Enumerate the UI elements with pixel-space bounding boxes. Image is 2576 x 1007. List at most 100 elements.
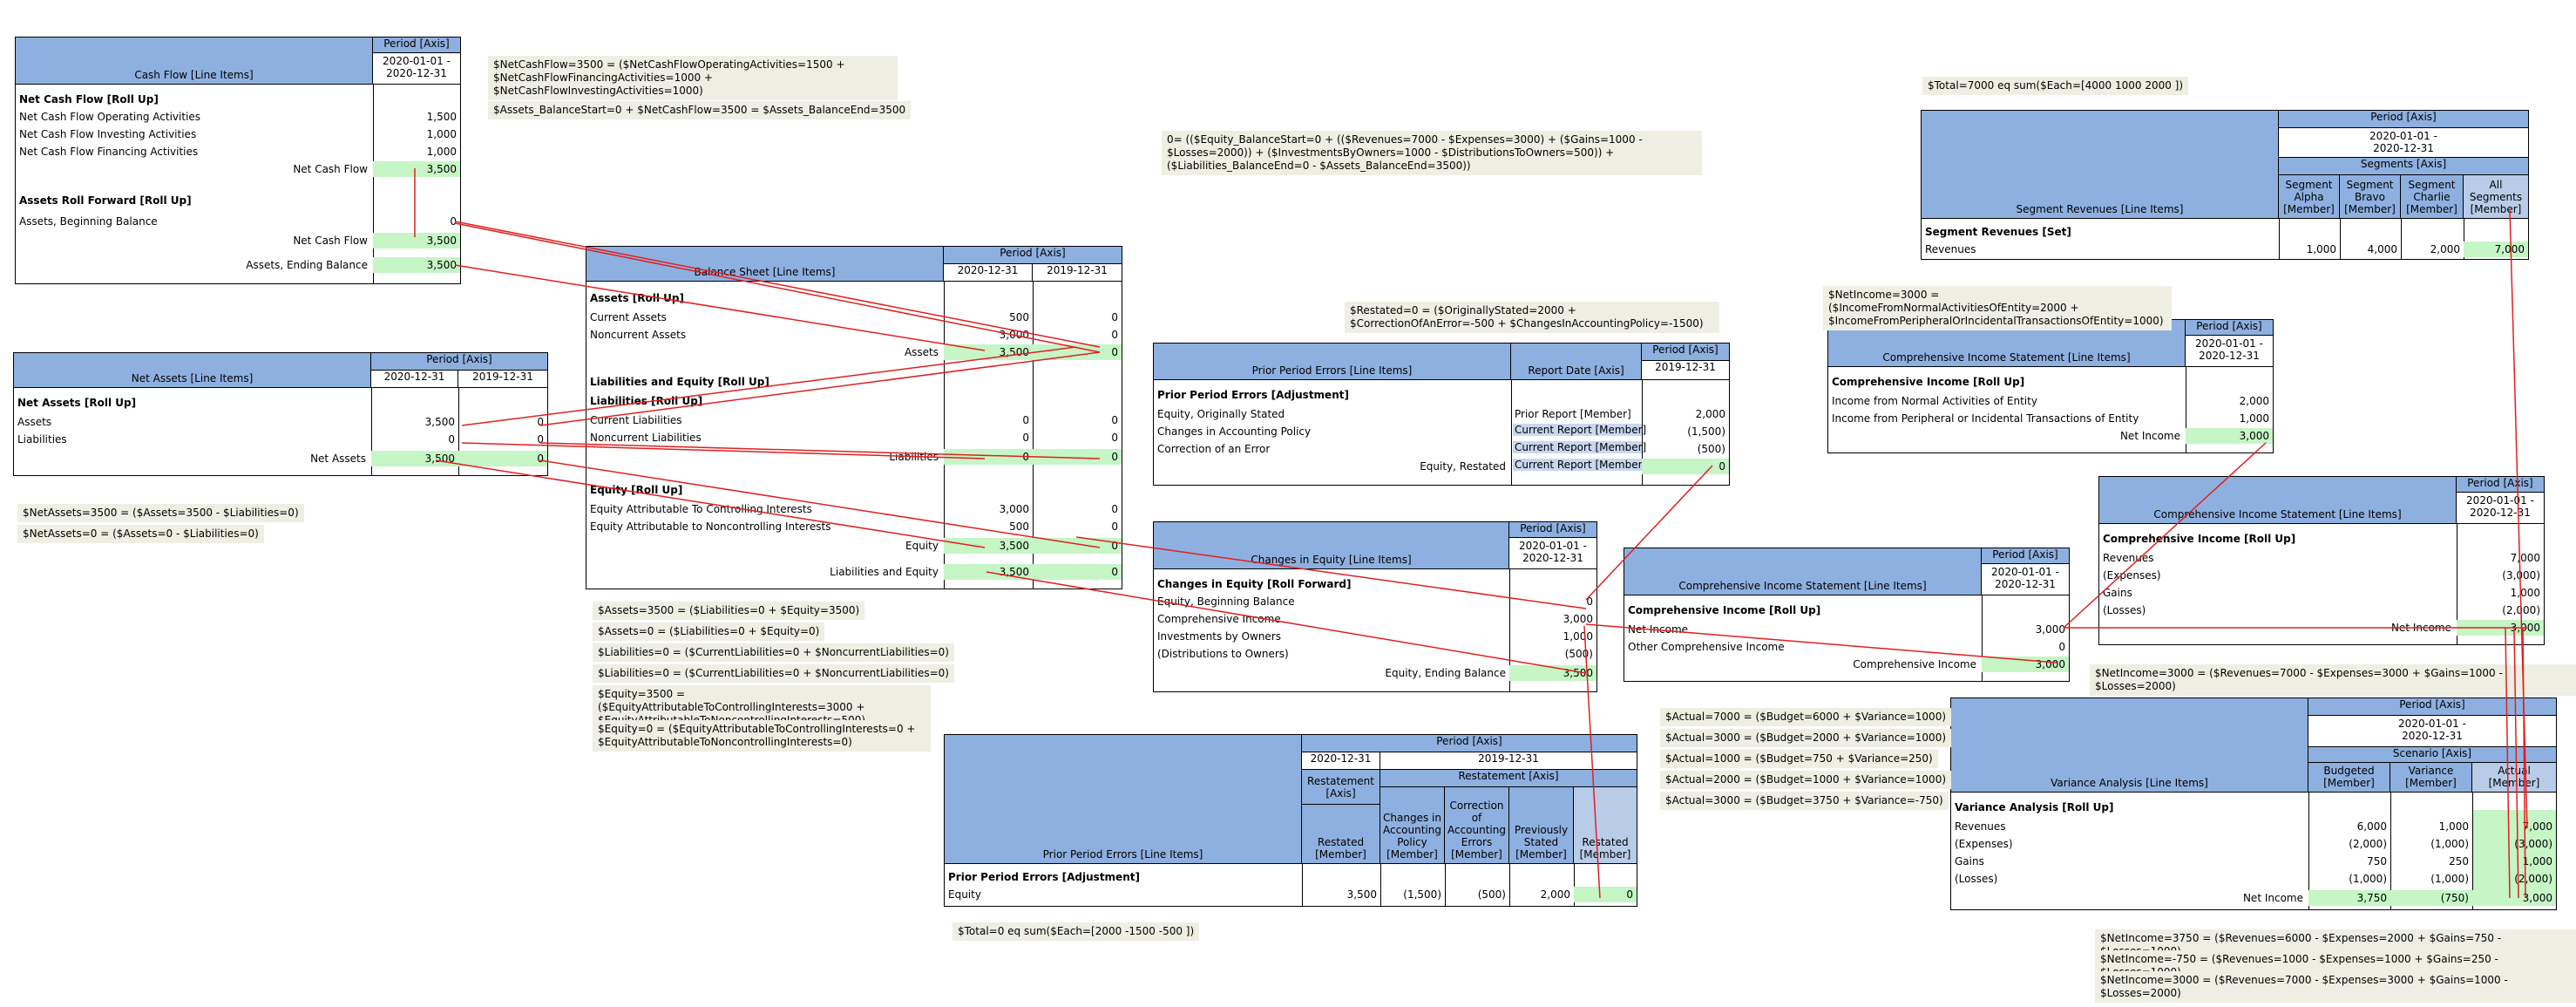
row-label: Gains [2103, 587, 2132, 599]
period-axis-header: Period [Axis] [1509, 522, 1596, 538]
total-label: Liabilities and Equity [830, 566, 939, 578]
formula-note: $NetIncome=3000 = ($Revenues=7000 - $Exp… [2095, 971, 2576, 1003]
var-title: Variance Analysis [Line Items] [1951, 698, 2308, 793]
row-value: 0 [1022, 414, 1029, 426]
row-value: 7,000 [2522, 820, 2552, 833]
total-label: Equity, Restated [1420, 460, 1506, 473]
member-label: Current Report [Member] [1513, 424, 1647, 436]
row-value: (1,500) [1687, 425, 1725, 438]
period-value: 2020-01-01 - 2020-12-31 [1982, 564, 2069, 595]
col-header: Segment Alpha [Member] [2279, 175, 2340, 219]
period-value: 2020-01-01 - 2020-12-31 [2308, 716, 2556, 747]
row-value: 1,000 [426, 146, 457, 158]
row-value: 0 [1111, 329, 1118, 341]
formula-note: $Restated=0 = ($OriginallyStated=2000 + … [1345, 302, 1719, 333]
row-value: (1,500) [1403, 888, 1441, 901]
formula-note: $Total=7000 eq sum($Each=[4000 1000 2000… [1922, 77, 2189, 95]
column-divider [1380, 864, 1381, 906]
total-value: 3,000 [2472, 890, 2556, 906]
period-value: 2020-01-01 - 2020-12-31 [2457, 493, 2544, 524]
seg-title: Segment Revenues [Line Items] [1922, 111, 2279, 219]
row-value: (1,000) [2430, 838, 2469, 850]
row-label: (Expenses) [1955, 838, 2013, 850]
section-header: Comprehensive Income [Roll Up] [1832, 376, 2025, 388]
total-label: Assets, Ending Balance [246, 259, 368, 271]
row-value: 500 [1009, 521, 1029, 533]
period-axis-header: Period [Axis] [944, 247, 1122, 264]
column-divider [458, 388, 459, 475]
total-value: 0 [1033, 449, 1122, 465]
total-label: Net Assets [310, 452, 366, 465]
formula-note: $NetAssets=0 = ($Assets=0 - $Liabilities… [17, 525, 264, 543]
total-value: 0 [1033, 344, 1122, 360]
cie-title: Changes in Equity [Line Items] [1154, 522, 1509, 569]
row-value: 1,000 [426, 128, 457, 140]
total-value: 3,500 [373, 257, 460, 273]
row-value: 2,000 [2239, 395, 2269, 407]
segments-axis-header: Segments [Axis] [2279, 158, 2528, 175]
column-divider [2308, 793, 2309, 909]
prior-period-errors-restatement-table: Prior Period Errors [Line Items] Period … [944, 734, 1637, 907]
row-value: 0 [1111, 311, 1118, 323]
row-value: (3,000) [2502, 569, 2540, 582]
member-label: Current Report [Member] [1513, 459, 1647, 471]
comprehensive-income-statement-2-table: Comprehensive Income Statement [Line Ite… [1827, 319, 2274, 453]
period-axis-header: Period [Axis] [2308, 698, 2556, 716]
member-label: Current Report [Member] [1513, 441, 1647, 453]
changes-in-equity-table: Changes in Equity [Line Items] Period [A… [1153, 521, 1597, 692]
row-label: Noncurrent Liabilities [590, 432, 702, 444]
row-value: 6,000 [2356, 820, 2387, 833]
section-header: Liabilities [Roll Up] [590, 395, 703, 407]
col-header: Segment Bravo [Member] [2340, 175, 2401, 219]
formula-note: $Liabilities=0 = ($CurrentLiabilities=0 … [593, 643, 954, 662]
row-label: (Distributions to Owners) [1157, 648, 1289, 660]
total-label: Net Cash Flow [293, 163, 368, 175]
period-axis-header: Period [Axis] [371, 353, 547, 371]
row-label: Assets, Beginning Balance [19, 215, 158, 228]
row-value: 1,000 [2438, 820, 2469, 833]
net-assets-table: Net Assets [Line Items] Period [Axis] 20… [13, 352, 548, 476]
row-label: Net Cash Flow [293, 235, 368, 247]
formula-note: $Actual=3000 = ($Budget=3750 + $Variance… [1660, 792, 1949, 810]
row-label: Noncurrent Assets [590, 329, 687, 341]
row-label: Equity, Beginning Balance [1157, 595, 1295, 608]
column-divider [1509, 864, 1510, 906]
row-label: Income from Peripheral or Incidental Tra… [1832, 412, 2139, 425]
row-label: (Expenses) [2103, 569, 2161, 582]
row-value: 7,000 [2464, 242, 2528, 257]
column-divider [2401, 219, 2402, 259]
row-label: Net Cash Flow Operating Activities [19, 111, 201, 123]
row-label: Equity [948, 888, 981, 901]
row-value: (1,000) [2349, 873, 2387, 885]
ppe-title: Prior Period Errors [Line Items] [1154, 344, 1511, 380]
period-axis-header: Period [Axis] [1982, 548, 2069, 564]
row-value: 0 [450, 215, 457, 228]
row-value: 3,000 [2035, 623, 2065, 636]
row-label: Net Cash Flow Investing Activities [19, 128, 197, 140]
row-label: Current Assets [590, 311, 667, 323]
variance-analysis-table: Variance Analysis [Line Items] Period [A… [1950, 697, 2557, 910]
period-axis-header: Period [Axis] [1642, 344, 1729, 361]
row-value: 7,000 [2510, 552, 2540, 564]
col-header: All Segments [Member] [2464, 175, 2528, 219]
row-label: Equity, Originally Stated [1157, 408, 1285, 420]
net-assets-title: Net Assets [Line Items] [14, 353, 371, 388]
period-value: 2019-12-31 [1642, 361, 1729, 380]
col-header: Actual [Member] [2472, 763, 2556, 793]
row-value: 2,000 [1540, 888, 1570, 901]
section-header: Assets Roll Forward [Roll Up] [19, 194, 192, 207]
total-label: Liabilities [889, 451, 939, 463]
row-value: (1,000) [2430, 873, 2469, 885]
row-label: Gains [1955, 855, 1984, 868]
period-value: 2019-12-31 [458, 371, 547, 388]
period-value: 2020-01-01 - 2020-12-31 [2279, 128, 2528, 158]
formula-note: 0= (($Equity_BalanceStart=0 + (($Revenue… [1162, 131, 1702, 175]
total-value: 3,750 [2308, 890, 2390, 906]
column-divider [1574, 864, 1575, 906]
total-value: 0 [944, 449, 1033, 465]
row-value: 3,500 [373, 233, 460, 248]
period-value: 2019-12-31 [1380, 752, 1637, 770]
row-value: 1,500 [426, 111, 457, 123]
row-value: 2,000 [2430, 243, 2460, 255]
section-header: Comprehensive Income [Roll Up] [2103, 533, 2296, 545]
